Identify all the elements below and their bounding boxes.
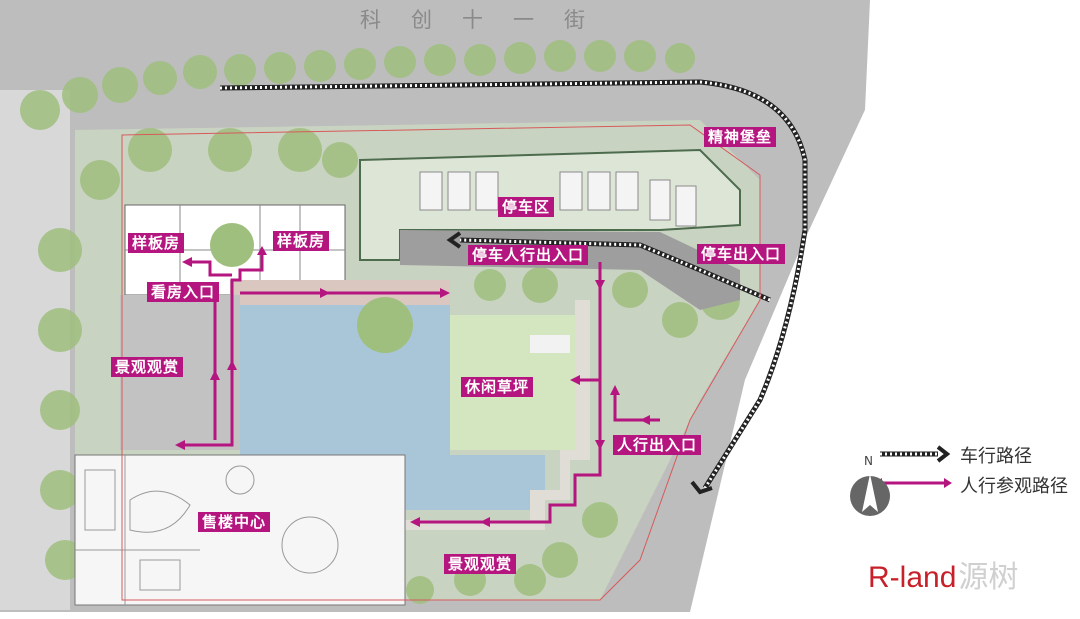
pool-island-tree (357, 297, 413, 353)
vehicle-route (219, 79, 808, 495)
label-viewing-entrance: 看房入口 (147, 282, 220, 302)
pedestrian-arrowheads (175, 246, 650, 527)
north-arrow-icon (850, 474, 890, 516)
pool (240, 305, 450, 455)
tree-belt (20, 40, 740, 604)
legend-vehicle-symbol (880, 445, 951, 463)
legend-pedestrian-route: 人行参观路径 (960, 476, 1068, 497)
label-pedestrian-entrance: 人行出入口 (613, 435, 702, 455)
vehicle-arrow-left (446, 231, 462, 249)
street-name: 科创十一街 (360, 8, 615, 32)
legend-vehicle-route: 车行路径 (960, 446, 1032, 467)
label-leisure-lawn: 休闲草坪 (461, 377, 534, 397)
sales-center-interior (75, 455, 339, 605)
label-parking-ped-entrance: 停车人行出入口 (468, 245, 589, 265)
brand-latin: R-land (868, 561, 957, 594)
right-ground (690, 0, 1080, 619)
label-model-room-right: 样板房 (273, 231, 330, 251)
pool-lower (405, 455, 545, 510)
label-model-room-left: 样板房 (128, 233, 185, 253)
lawn-block (530, 335, 570, 353)
north-label: N (864, 454, 873, 468)
vehicle-arrow-bottom (690, 480, 713, 495)
courtyard-tree (210, 223, 254, 267)
label-vehicle-entrance: 停车出入口 (697, 244, 786, 264)
brand-logo: R-land源树 (868, 552, 1018, 596)
label-parking-area: 停车区 (498, 197, 555, 217)
label-sales-center: 售楼中心 (198, 512, 271, 532)
label-spirit-fortress: 精神堡垒 (704, 127, 777, 147)
brand-chinese: 源树 (958, 561, 1019, 594)
parking-stalls (419, 171, 697, 227)
label-landscape-view-bottom: 景观观赏 (444, 554, 517, 574)
label-landscape-view-left: 景观观赏 (111, 357, 184, 377)
